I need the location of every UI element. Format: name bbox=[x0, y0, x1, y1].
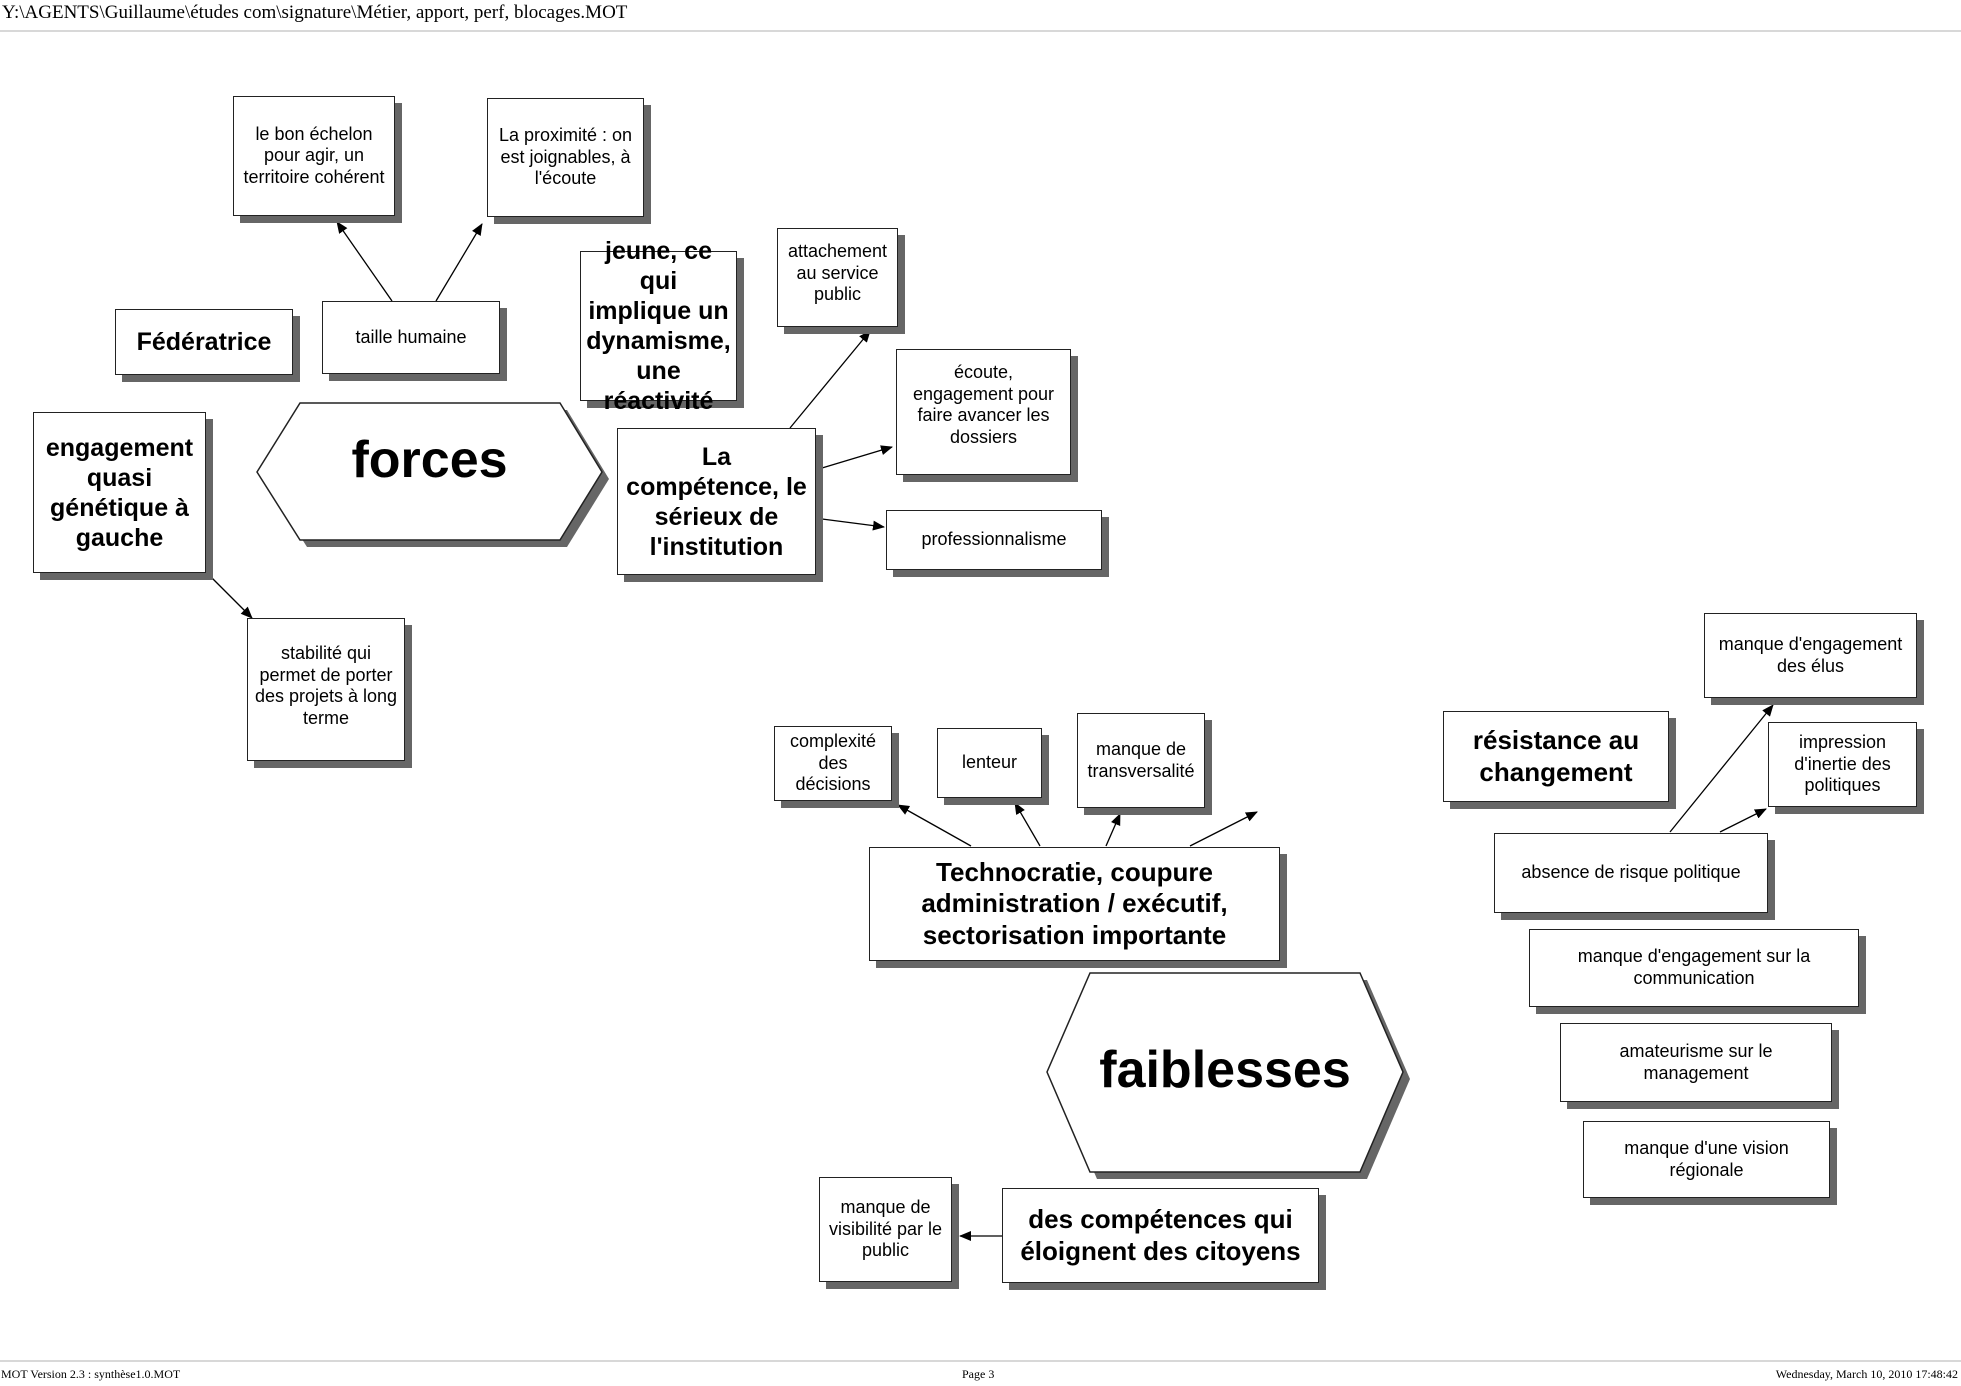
link-techno-to-transversalite bbox=[1105, 813, 1121, 847]
node-jeune[interactable]: jeune, ce qui implique un dynamisme, une… bbox=[580, 237, 737, 415]
node-competences-citoyens[interactable]: des compétences qui éloignent des citoye… bbox=[1002, 1188, 1319, 1283]
node-attachement[interactable]: attachement au service public bbox=[777, 228, 898, 327]
link-techno-to-lenteur bbox=[1014, 802, 1041, 847]
node-transversalite[interactable]: manque de transversalité bbox=[1077, 713, 1205, 808]
link-risque-to-inertie bbox=[1719, 808, 1767, 833]
node-visibilite[interactable]: manque de visibilité par le public bbox=[819, 1177, 952, 1282]
node-federatrice[interactable]: Fédératrice bbox=[115, 309, 293, 375]
footer-page-number: Page 3 bbox=[962, 1367, 995, 1381]
link-taille-to-proximite bbox=[435, 223, 483, 302]
footer-version: MOT Version 2.3 : synthèse1.0.MOT bbox=[1, 1367, 181, 1381]
node-proximite[interactable]: La proximité : on est joignables, à l'éc… bbox=[487, 98, 644, 217]
link-taille-to-echelon bbox=[336, 221, 393, 302]
link-techno-to-complexite bbox=[897, 804, 972, 847]
link-techno-to-resistance bbox=[1189, 811, 1258, 847]
node-risque-politique[interactable]: absence de risque politique bbox=[1494, 833, 1768, 913]
link-engagement-to-stabilite bbox=[210, 576, 253, 619]
node-professionnalisme[interactable]: professionnalisme bbox=[886, 510, 1102, 570]
header-separator bbox=[0, 30, 1961, 32]
link-competence-to-professionnalisme bbox=[821, 518, 885, 531]
node-resistance[interactable]: résistance au changement bbox=[1443, 711, 1669, 802]
link-competence-to-attachement bbox=[789, 330, 871, 429]
file-path-header: Y:\AGENTS\Guillaume\études com\signature… bbox=[2, 2, 628, 23]
node-technocratie[interactable]: Technocratie, coupure administration / e… bbox=[869, 847, 1280, 961]
node-amateurisme[interactable]: amateurisme sur le management bbox=[1560, 1023, 1832, 1102]
faiblesses-title: faiblesses bbox=[1099, 1041, 1351, 1099]
node-engagement-gauche[interactable]: engagement quasi génétique à gauche bbox=[33, 412, 206, 573]
link-risque-to-elus bbox=[1669, 704, 1774, 833]
forces-title: forces bbox=[351, 431, 508, 489]
node-communication[interactable]: manque d'engagement sur la communication bbox=[1529, 929, 1859, 1007]
node-competence[interactable]: La compétence, le sérieux de l'instituti… bbox=[617, 428, 816, 575]
faiblesses-hexagon[interactable] bbox=[1046, 972, 1404, 1173]
node-vision-regionale[interactable]: manque d'une vision régionale bbox=[1583, 1121, 1830, 1198]
node-bon-echelon[interactable]: le bon échelon pour agir, un territoire … bbox=[233, 96, 395, 216]
node-engagement-elus[interactable]: manque d'engagement des élus bbox=[1704, 613, 1917, 698]
link-competence-to-ecoute bbox=[821, 445, 893, 469]
footer-datetime: Wednesday, March 10, 2010 17:48:42 bbox=[1775, 1367, 1958, 1381]
node-inertie[interactable]: impression d'inertie des politiques bbox=[1768, 722, 1917, 807]
node-lenteur[interactable]: lenteur bbox=[937, 728, 1042, 798]
node-ecoute[interactable]: écoute, engagement pour faire avancer le… bbox=[896, 349, 1071, 475]
footer-separator bbox=[0, 1360, 1961, 1362]
forces-hexagon[interactable] bbox=[256, 402, 603, 541]
node-stabilite[interactable]: stabilité qui permet de porter des proje… bbox=[247, 618, 405, 761]
node-taille-humaine[interactable]: taille humaine bbox=[322, 301, 500, 374]
node-complexite[interactable]: complexité des décisions bbox=[774, 726, 892, 801]
